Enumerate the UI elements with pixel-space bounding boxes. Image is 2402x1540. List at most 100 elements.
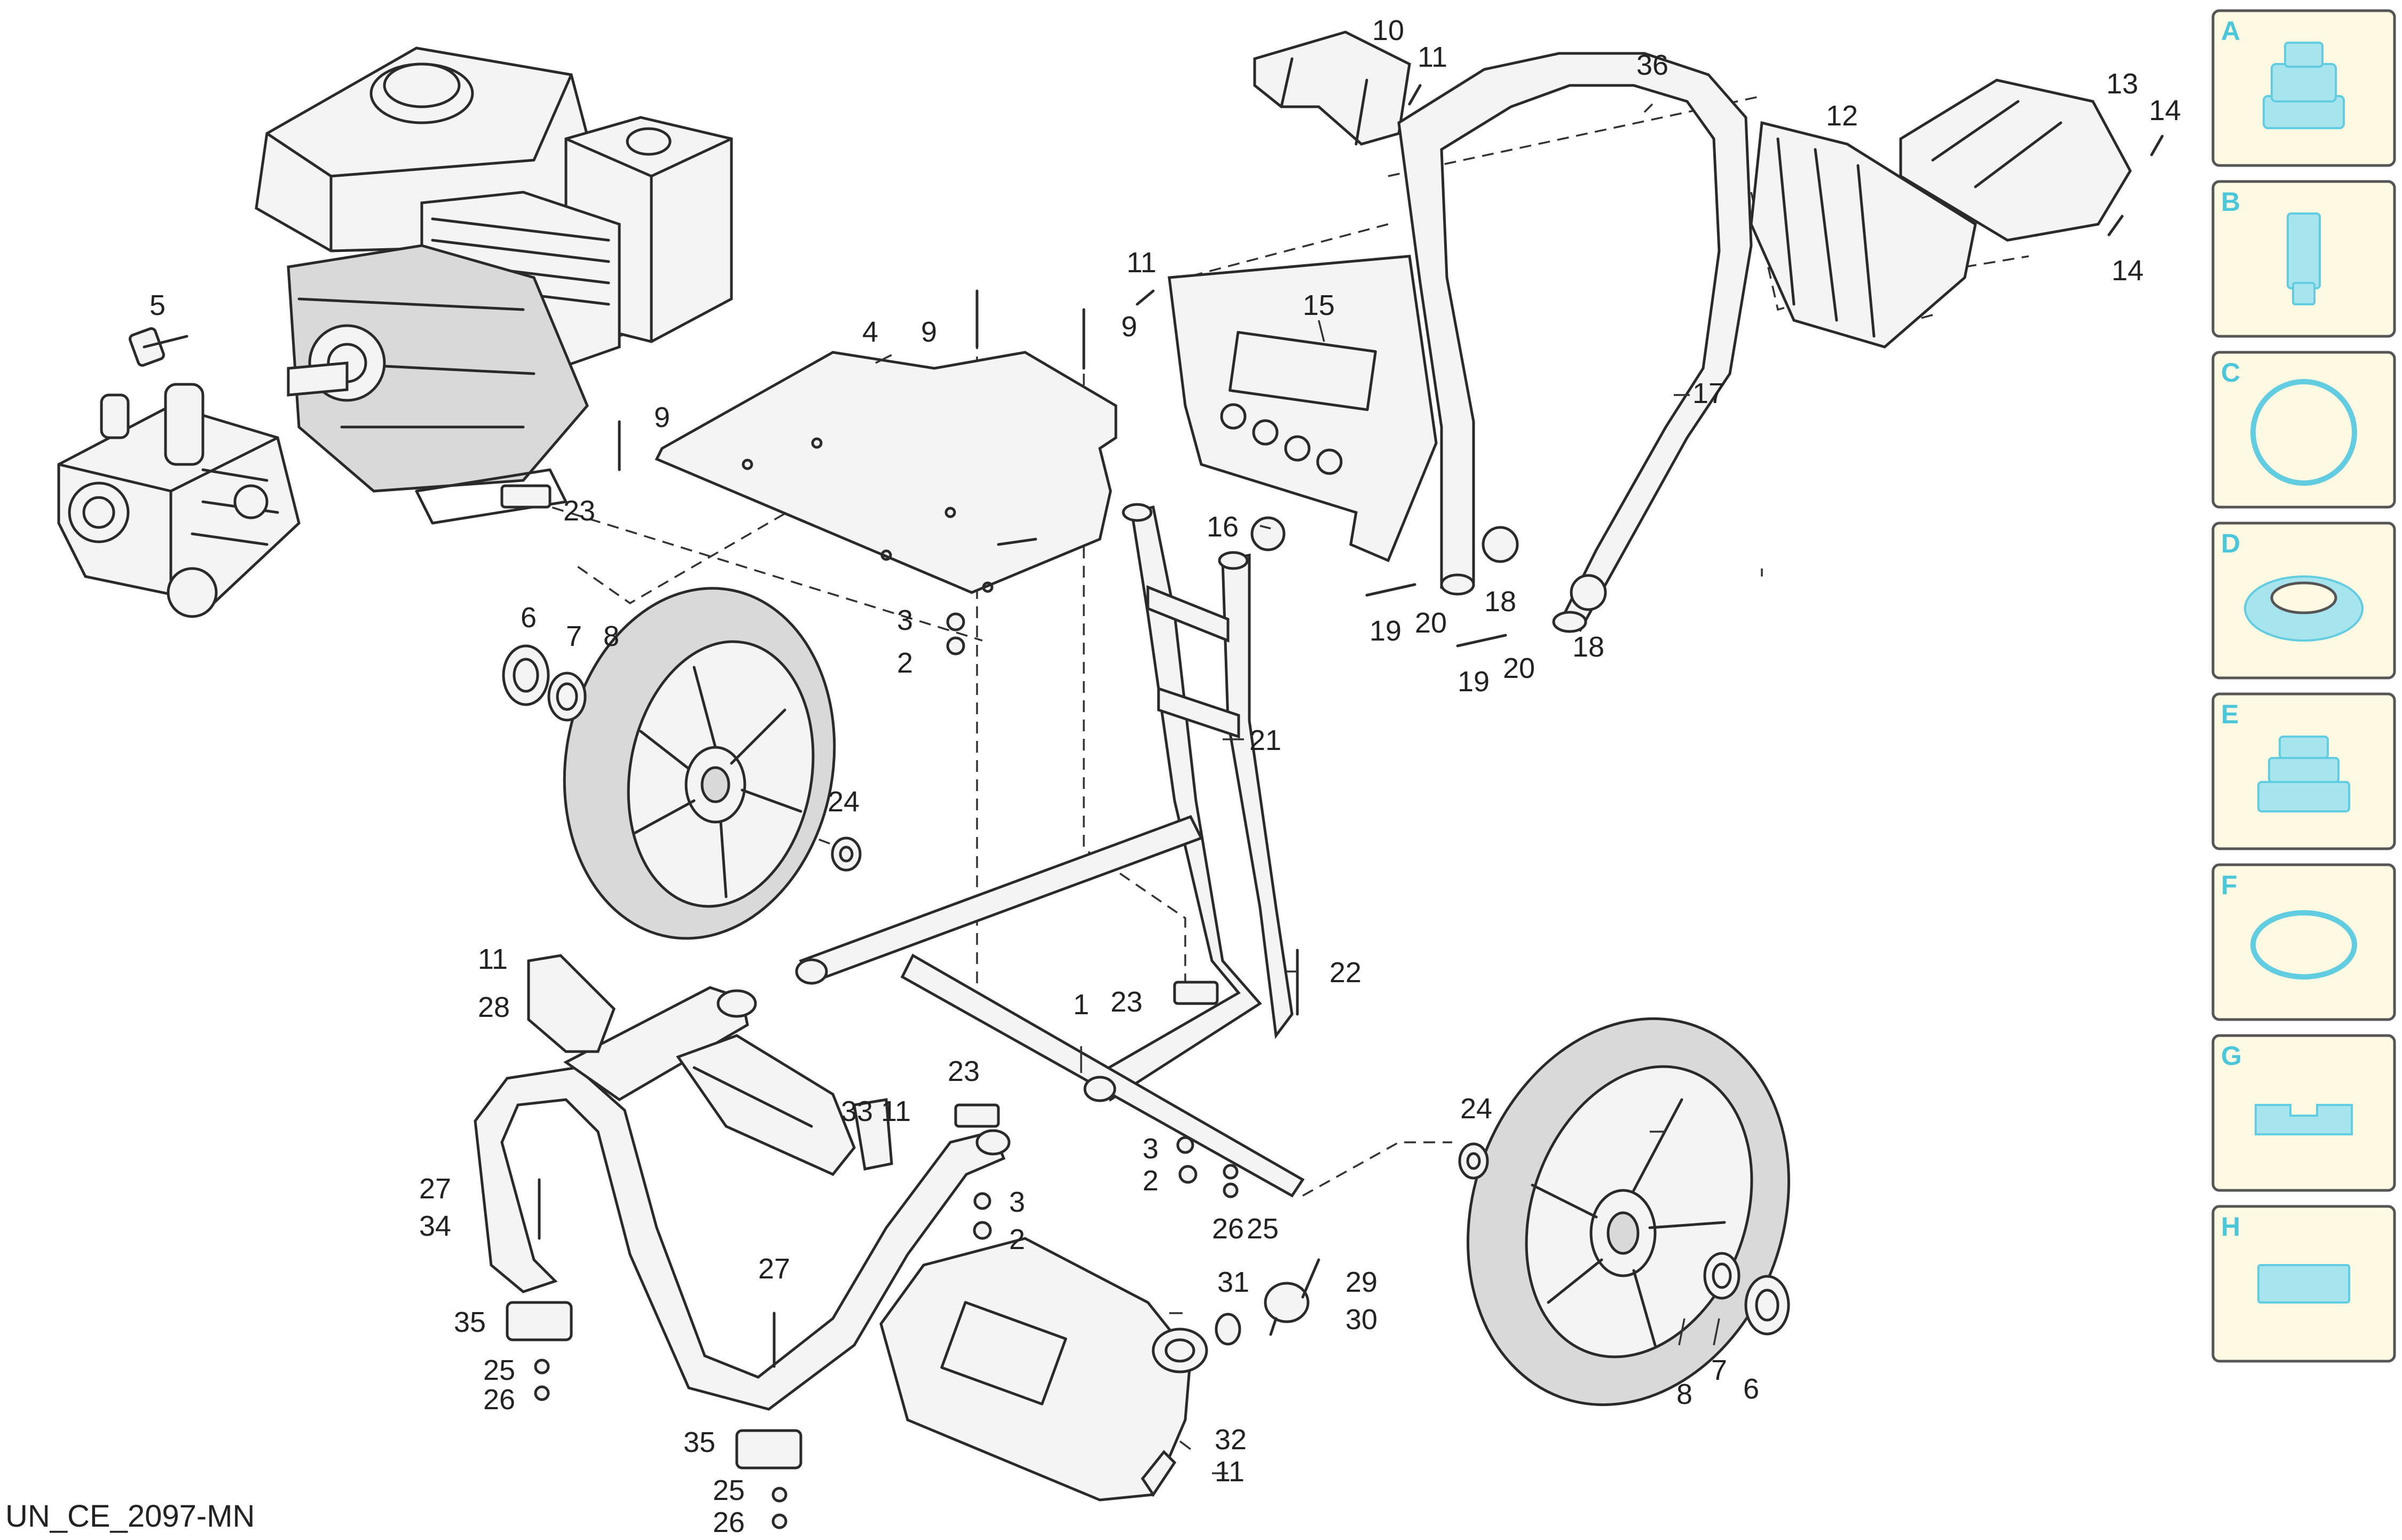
side-letter-b: B bbox=[2221, 187, 2240, 217]
callout-10: 10 bbox=[1372, 14, 1404, 46]
callout-31: 31 bbox=[1217, 1266, 1249, 1298]
callout-3: 3 bbox=[897, 604, 913, 636]
callout-32: 32 bbox=[1215, 1424, 1247, 1456]
callout-21: 21 bbox=[1249, 724, 1281, 756]
side-tile-b[interactable]: B bbox=[2211, 180, 2396, 338]
side-letter-c: C bbox=[2221, 358, 2240, 388]
side-letter-a: A bbox=[2221, 16, 2240, 46]
callout-8: 8 bbox=[1676, 1378, 1692, 1410]
o-ring-oval-icon bbox=[2250, 910, 2357, 980]
callout-23: 23 bbox=[948, 1055, 980, 1087]
callout-23: 23 bbox=[1111, 986, 1143, 1018]
callout-13: 13 bbox=[2106, 68, 2138, 100]
drawing-code: UN_CE_2097-MN bbox=[5, 1499, 255, 1534]
callout-18: 18 bbox=[1484, 586, 1516, 618]
side-tile-d[interactable]: D bbox=[2211, 522, 2396, 680]
callout-19: 19 bbox=[1458, 666, 1490, 698]
side-letter-f: F bbox=[2221, 870, 2238, 900]
callout-6: 6 bbox=[1743, 1373, 1759, 1405]
leader-lines bbox=[875, 103, 1763, 1474]
callout-26: 26 bbox=[483, 1384, 515, 1416]
callout-7: 7 bbox=[1711, 1354, 1727, 1386]
side-tile-a[interactable]: A bbox=[2211, 9, 2396, 167]
callout-11: 11 bbox=[1127, 247, 1156, 279]
side-letter-e: E bbox=[2221, 699, 2239, 729]
callout-25: 25 bbox=[713, 1474, 745, 1506]
side-tile-g[interactable]: G bbox=[2211, 1034, 2396, 1192]
engine bbox=[255, 46, 733, 525]
control-panel-bracket bbox=[1168, 255, 1438, 563]
callout-28: 28 bbox=[478, 991, 510, 1023]
tank bbox=[879, 1237, 1208, 1502]
callout-33: 33 bbox=[841, 1095, 873, 1127]
side-tile-h[interactable]: H bbox=[2211, 1205, 2396, 1363]
main-frame bbox=[795, 503, 1305, 1198]
callout-11: 11 bbox=[881, 1095, 911, 1127]
callout-3: 3 bbox=[1143, 1133, 1159, 1165]
callout-19: 19 bbox=[1369, 615, 1401, 647]
callout-5: 5 bbox=[149, 289, 166, 321]
callout-24: 24 bbox=[828, 786, 860, 818]
callout-8: 8 bbox=[603, 620, 619, 652]
callout-3: 3 bbox=[1009, 1186, 1025, 1218]
callout-23: 23 bbox=[563, 495, 595, 527]
left-wheel-hardware bbox=[502, 644, 862, 872]
accessory-tray bbox=[1750, 78, 2132, 349]
callout-2: 2 bbox=[1143, 1165, 1159, 1197]
callout-25: 25 bbox=[1247, 1213, 1279, 1245]
engine-mounting-plate bbox=[655, 351, 1117, 594]
callout-11: 11 bbox=[1215, 1456, 1245, 1488]
right-wheel bbox=[1467, 1017, 1790, 1407]
pump bbox=[57, 327, 301, 618]
callout-16: 16 bbox=[1207, 511, 1239, 543]
hose-holder bbox=[527, 954, 893, 1171]
callout-9: 9 bbox=[921, 316, 937, 348]
callout-14: 14 bbox=[2112, 255, 2144, 287]
o-ring-large-icon bbox=[2250, 379, 2357, 486]
lower-frame-tube bbox=[474, 986, 1011, 1411]
oil-seal-icon bbox=[2244, 575, 2364, 642]
spray-tip-icon bbox=[2287, 212, 2321, 305]
callout-20: 20 bbox=[1415, 607, 1447, 639]
callout-12: 12 bbox=[1826, 100, 1858, 132]
callout-17: 17 bbox=[1692, 377, 1724, 409]
callout-35: 35 bbox=[683, 1426, 715, 1458]
tank-fittings bbox=[1215, 1258, 1320, 1346]
callout-26: 26 bbox=[1212, 1213, 1244, 1245]
callout-14: 14 bbox=[2149, 94, 2181, 127]
left-wheel bbox=[563, 587, 836, 940]
callout-27: 27 bbox=[419, 1173, 451, 1205]
cord-hook-bracket bbox=[1253, 30, 1411, 146]
callout-labels: 1 2 2 2 3 3 3 4 5 6 6 7 7 8 8 9 9 9 10 1… bbox=[149, 14, 2181, 1538]
right-wheel-hardware bbox=[1458, 1142, 1790, 1336]
callout-25: 25 bbox=[483, 1354, 515, 1386]
callout-4: 4 bbox=[862, 316, 878, 348]
callout-29: 29 bbox=[1345, 1266, 1377, 1298]
side-letter-g: G bbox=[2221, 1041, 2242, 1071]
small-hardware bbox=[143, 289, 1299, 1529]
side-tile-e[interactable]: E bbox=[2211, 692, 2396, 850]
callout-24: 24 bbox=[1460, 1093, 1492, 1125]
side-letter-h: H bbox=[2221, 1212, 2240, 1242]
callout-6: 6 bbox=[521, 602, 537, 634]
callout-11: 11 bbox=[478, 943, 508, 975]
callout-9: 9 bbox=[654, 401, 670, 433]
callout-1: 1 bbox=[1073, 989, 1089, 1021]
callout-9: 9 bbox=[1121, 311, 1137, 343]
rubber-pad-notched-icon bbox=[2255, 1104, 2353, 1135]
callout-7: 7 bbox=[566, 620, 582, 652]
side-letter-d: D bbox=[2221, 528, 2240, 558]
side-tile-f[interactable]: F bbox=[2211, 863, 2396, 1021]
callout-34: 34 bbox=[419, 1210, 451, 1242]
tray-screws bbox=[1136, 84, 2164, 306]
callout-30: 30 bbox=[1345, 1304, 1377, 1336]
rubber-pad-flat-icon bbox=[2257, 1264, 2350, 1304]
side-tile-c[interactable]: C bbox=[2211, 351, 2396, 509]
handle-bar bbox=[1397, 52, 1753, 633]
callout-22: 22 bbox=[1329, 957, 1361, 989]
callout-20: 20 bbox=[1503, 652, 1535, 684]
nozzle-quick-coupler-icon bbox=[2263, 42, 2345, 129]
callout-11: 11 bbox=[1417, 41, 1447, 73]
side-panel: A B C D bbox=[2211, 9, 2396, 1363]
